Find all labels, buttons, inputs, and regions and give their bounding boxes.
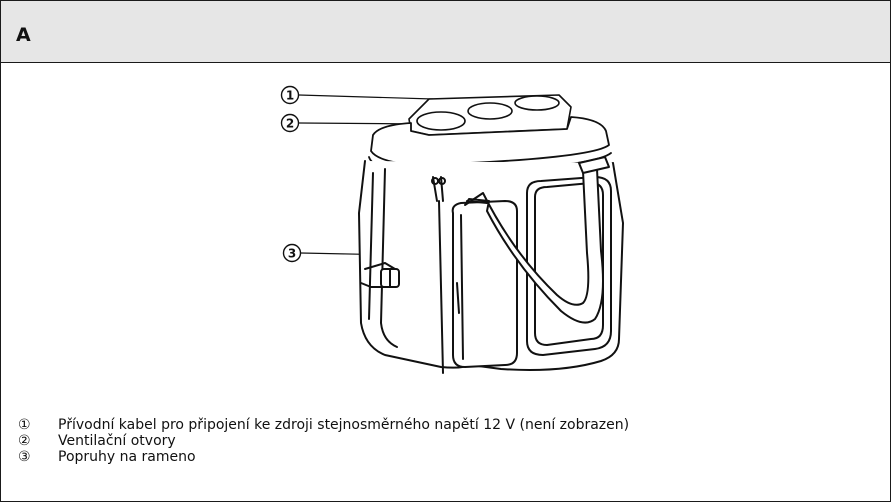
legend-text: Přívodní kabel pro připojení ke zdroji s…: [58, 417, 630, 433]
callout-2: 2: [280, 113, 300, 133]
panel-letter: A: [16, 24, 31, 46]
callout-3: 3: [282, 243, 302, 263]
panel-header: A: [1, 1, 890, 63]
legend-text: Ventilační otvory: [58, 433, 176, 449]
svg-text:2: 2: [286, 117, 294, 131]
svg-text:1: 1: [286, 89, 294, 103]
parts-legend: ① Přívodní kabel pro připojení ke zdroji…: [18, 417, 629, 465]
legend-number: ③: [18, 449, 31, 465]
front-pocket-left: [451, 200, 518, 368]
svg-text:3: 3: [288, 247, 296, 261]
lid-tray: [408, 94, 572, 143]
legend-number: ②: [18, 433, 31, 449]
legend-text: Popruhy na rameno: [58, 449, 196, 465]
legend-item: ③ Popruhy na rameno: [18, 449, 629, 465]
legend-item: ① Přívodní kabel pro připojení ke zdroji…: [18, 417, 629, 433]
cooler-bag-illustration: 1 2 3: [280, 85, 624, 374]
shoulder-strap: [464, 156, 610, 324]
legend-number: ①: [18, 417, 31, 433]
legend-item: ② Ventilační otvory: [18, 433, 629, 449]
callout-1: 1: [280, 85, 300, 105]
